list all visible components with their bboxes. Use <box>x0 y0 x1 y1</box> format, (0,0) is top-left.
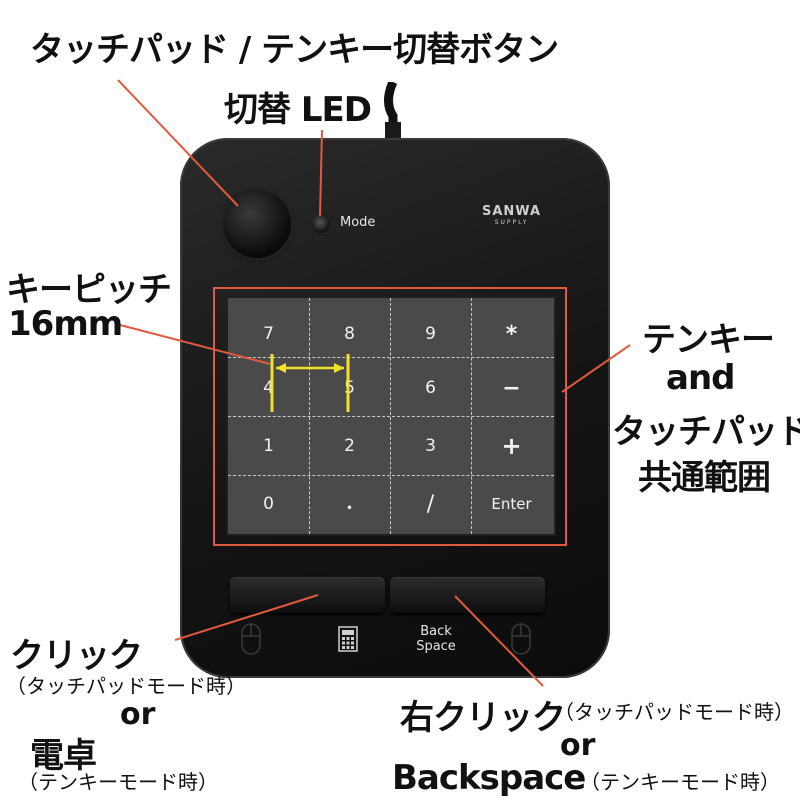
left-click-button[interactable] <box>230 577 385 613</box>
key-9[interactable]: 9 <box>425 324 436 344</box>
mouse-right-icon <box>511 623 531 655</box>
key-plus[interactable]: + <box>501 432 522 460</box>
area-label-shared: 共通範囲 <box>638 458 771 498</box>
area-label-tenkey: テンキー <box>642 320 775 360</box>
key-7[interactable]: 7 <box>263 324 274 344</box>
key-decimal[interactable]: ・ <box>341 499 358 519</box>
key-0[interactable]: 0 <box>263 494 274 514</box>
click-mode-label: （タッチパッドモード時） <box>6 674 246 698</box>
calculator-label: 電卓 <box>30 736 97 776</box>
right-click-mode-label: （タッチパッドモード時） <box>554 700 794 724</box>
mode-label: Mode <box>340 215 376 230</box>
key-4[interactable]: 4 <box>263 378 274 398</box>
click-label: クリック <box>10 636 143 676</box>
key-minus[interactable]: − <box>502 376 521 401</box>
sanwa-logo: SANWA SUPPLY <box>482 204 542 226</box>
key-1[interactable]: 1 <box>263 436 274 456</box>
area-label-touchpad: タッチパッド <box>612 412 800 452</box>
mouse-left-icon <box>241 623 261 655</box>
calculator-icon <box>338 626 358 652</box>
key-pitch-label: キーピッチ <box>6 270 172 310</box>
switch-led <box>312 215 330 233</box>
key-multiply[interactable]: * <box>505 322 518 347</box>
calculator-mode-label: （テンキーモード時） <box>18 770 218 794</box>
or-label-left: or <box>120 697 156 732</box>
switch-button-label: タッチパッド / テンキー切替ボタン <box>30 30 559 70</box>
backspace-mode-label: （テンキーモード時） <box>580 770 780 794</box>
key-3[interactable]: 3 <box>425 436 436 456</box>
key-enter[interactable]: Enter <box>491 495 532 513</box>
area-label-and: and <box>666 358 735 398</box>
key-6[interactable]: 6 <box>425 378 436 398</box>
right-click-label: 右クリック <box>400 698 566 738</box>
backspace-annotation: Backspace <box>392 758 586 798</box>
key-2[interactable]: 2 <box>344 436 355 456</box>
key-pitch-marker <box>270 354 350 412</box>
backspace-label: Back Space <box>416 624 456 654</box>
key-divide[interactable]: / <box>426 492 435 517</box>
key-8[interactable]: 8 <box>344 324 355 344</box>
right-click-button[interactable] <box>390 577 545 613</box>
switch-led-label: 切替 LED <box>224 90 372 130</box>
shared-area-highlight <box>213 287 567 546</box>
key-pitch-value: 16mm <box>8 304 123 344</box>
touchpad-area[interactable]: 7 8 9 * 4 5 6 − 1 2 3 + 0 ・ / Enter <box>226 296 556 536</box>
or-label-right: or <box>560 728 596 763</box>
cable <box>384 82 401 142</box>
